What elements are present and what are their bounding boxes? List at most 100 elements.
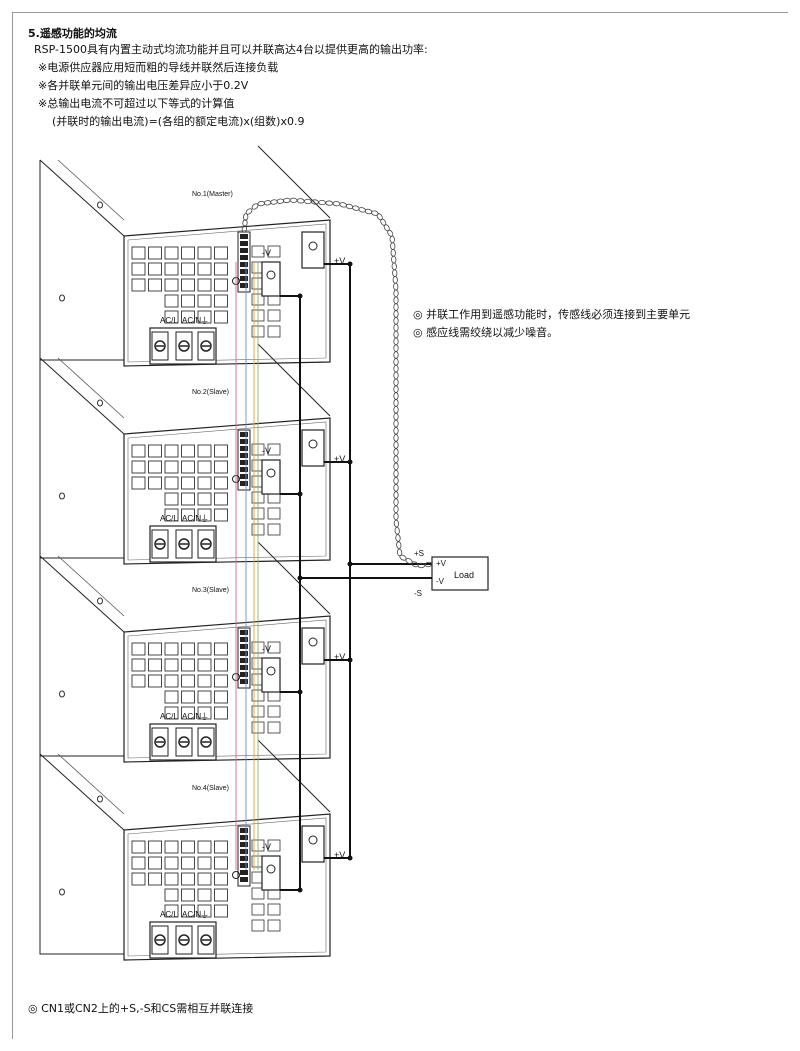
vent-slot — [267, 705, 281, 718]
sense-twist — [393, 316, 399, 325]
vent-slot — [214, 508, 228, 522]
sense-twist — [393, 519, 400, 528]
vent-slot — [131, 460, 146, 474]
vent-slot — [181, 840, 195, 854]
connector-pin — [240, 849, 248, 854]
vent-slot — [197, 658, 212, 672]
mount-hole — [97, 201, 103, 209]
ground-symbol: ⏚ — [200, 514, 209, 524]
sense-twist — [393, 462, 399, 471]
vent-slot — [214, 690, 228, 704]
vent-slot — [131, 246, 146, 260]
vent-slot — [214, 492, 228, 506]
ac-terminal — [151, 925, 169, 955]
sense-twist — [396, 541, 402, 549]
vent-slot — [267, 309, 281, 322]
sense-twist — [390, 249, 396, 257]
mount-hole — [59, 690, 65, 698]
vent-slot — [197, 690, 212, 704]
sense-twist — [393, 351, 399, 359]
note-2: ◎ 感应线需绞绕以减少噪音。 — [413, 326, 559, 339]
acl-label: AC/L — [160, 514, 178, 523]
chassis-top-edge — [257, 541, 331, 615]
connector-pin — [240, 672, 248, 677]
sense-twist — [392, 269, 398, 277]
connector-pin — [240, 637, 248, 642]
sense-twist — [393, 392, 399, 400]
sense-twist — [325, 200, 334, 206]
vent-slot — [267, 641, 281, 654]
section-title: 5.遥感功能的均流 — [28, 27, 117, 40]
sense-twist — [391, 255, 397, 264]
vent-slot — [197, 262, 212, 276]
vent-slot — [197, 294, 212, 308]
vent-slot — [131, 872, 146, 886]
sense-twist — [393, 455, 399, 464]
vent-slot — [214, 674, 228, 688]
vent-slot — [181, 642, 195, 656]
mount-hole — [97, 597, 103, 605]
ground-symbol: ⏚ — [200, 316, 209, 326]
vent-slot — [197, 310, 212, 324]
vent-slot — [148, 674, 162, 688]
vent-slot — [164, 904, 179, 918]
sense-twist — [393, 434, 399, 442]
vent-slot — [181, 888, 195, 902]
sense-twist — [296, 198, 305, 204]
vent-slot — [164, 492, 179, 506]
chassis-inner-edge — [57, 159, 125, 221]
neg-terminal-label: -V — [262, 446, 271, 456]
sense-twist — [393, 405, 399, 414]
mount-hole — [59, 492, 65, 500]
sense-twist — [393, 330, 399, 339]
sense-twist — [393, 448, 399, 456]
vent-slot — [267, 721, 281, 734]
sense-twist — [304, 198, 312, 205]
sense-twist — [393, 469, 399, 478]
sense-twist — [380, 218, 387, 226]
vent-slot — [181, 658, 195, 672]
vent-slot — [267, 325, 281, 338]
vent-slot — [131, 840, 146, 854]
sense-twist — [393, 512, 399, 521]
chassis-left-edge — [39, 160, 124, 361]
vent-slot — [164, 476, 179, 490]
vent-slot — [267, 839, 281, 852]
sense-twist — [270, 199, 278, 205]
unit-label: No.1(Master) — [192, 191, 233, 198]
chassis-bottom-edge — [39, 555, 125, 633]
sense-plus-label: +S — [414, 549, 424, 558]
vent-slot — [197, 460, 212, 474]
vent-slot — [148, 444, 162, 458]
neg-terminal-label: -V — [262, 644, 271, 654]
pos-terminal-label: +V — [334, 850, 345, 860]
pos-terminal-screw — [308, 637, 318, 647]
chassis-inner-edge — [57, 357, 125, 419]
vent-slot — [197, 904, 212, 918]
connector-pin — [240, 467, 248, 472]
vent-slot — [267, 443, 281, 456]
ac-terminal — [197, 727, 215, 757]
vent-slot — [164, 460, 179, 474]
rule-3: ※总输出电流不可超过以下等式的计算值 — [38, 97, 235, 110]
vent-slot — [131, 444, 146, 458]
ac-terminal — [197, 529, 215, 559]
connector-pin — [240, 241, 248, 246]
vent-slot — [164, 294, 179, 308]
acl-label: AC/L — [160, 910, 178, 919]
vent-slot — [214, 294, 228, 308]
sense-twist — [283, 197, 291, 204]
neg-terminal-label: -V — [262, 248, 271, 258]
sense-twist — [393, 385, 399, 394]
neg-terminal-screw — [266, 468, 276, 478]
sense-twist — [392, 276, 398, 284]
vent-slot — [197, 872, 212, 886]
vent-slot — [131, 658, 146, 672]
rule-1: ※电源供应器应用短而粗的导线并联然后连接负载 — [38, 61, 279, 74]
front-panel-inner — [127, 817, 327, 957]
vent-slot — [148, 460, 162, 474]
vent-slot — [214, 872, 228, 886]
vent-slot — [164, 508, 179, 522]
vent-slot — [197, 674, 212, 688]
